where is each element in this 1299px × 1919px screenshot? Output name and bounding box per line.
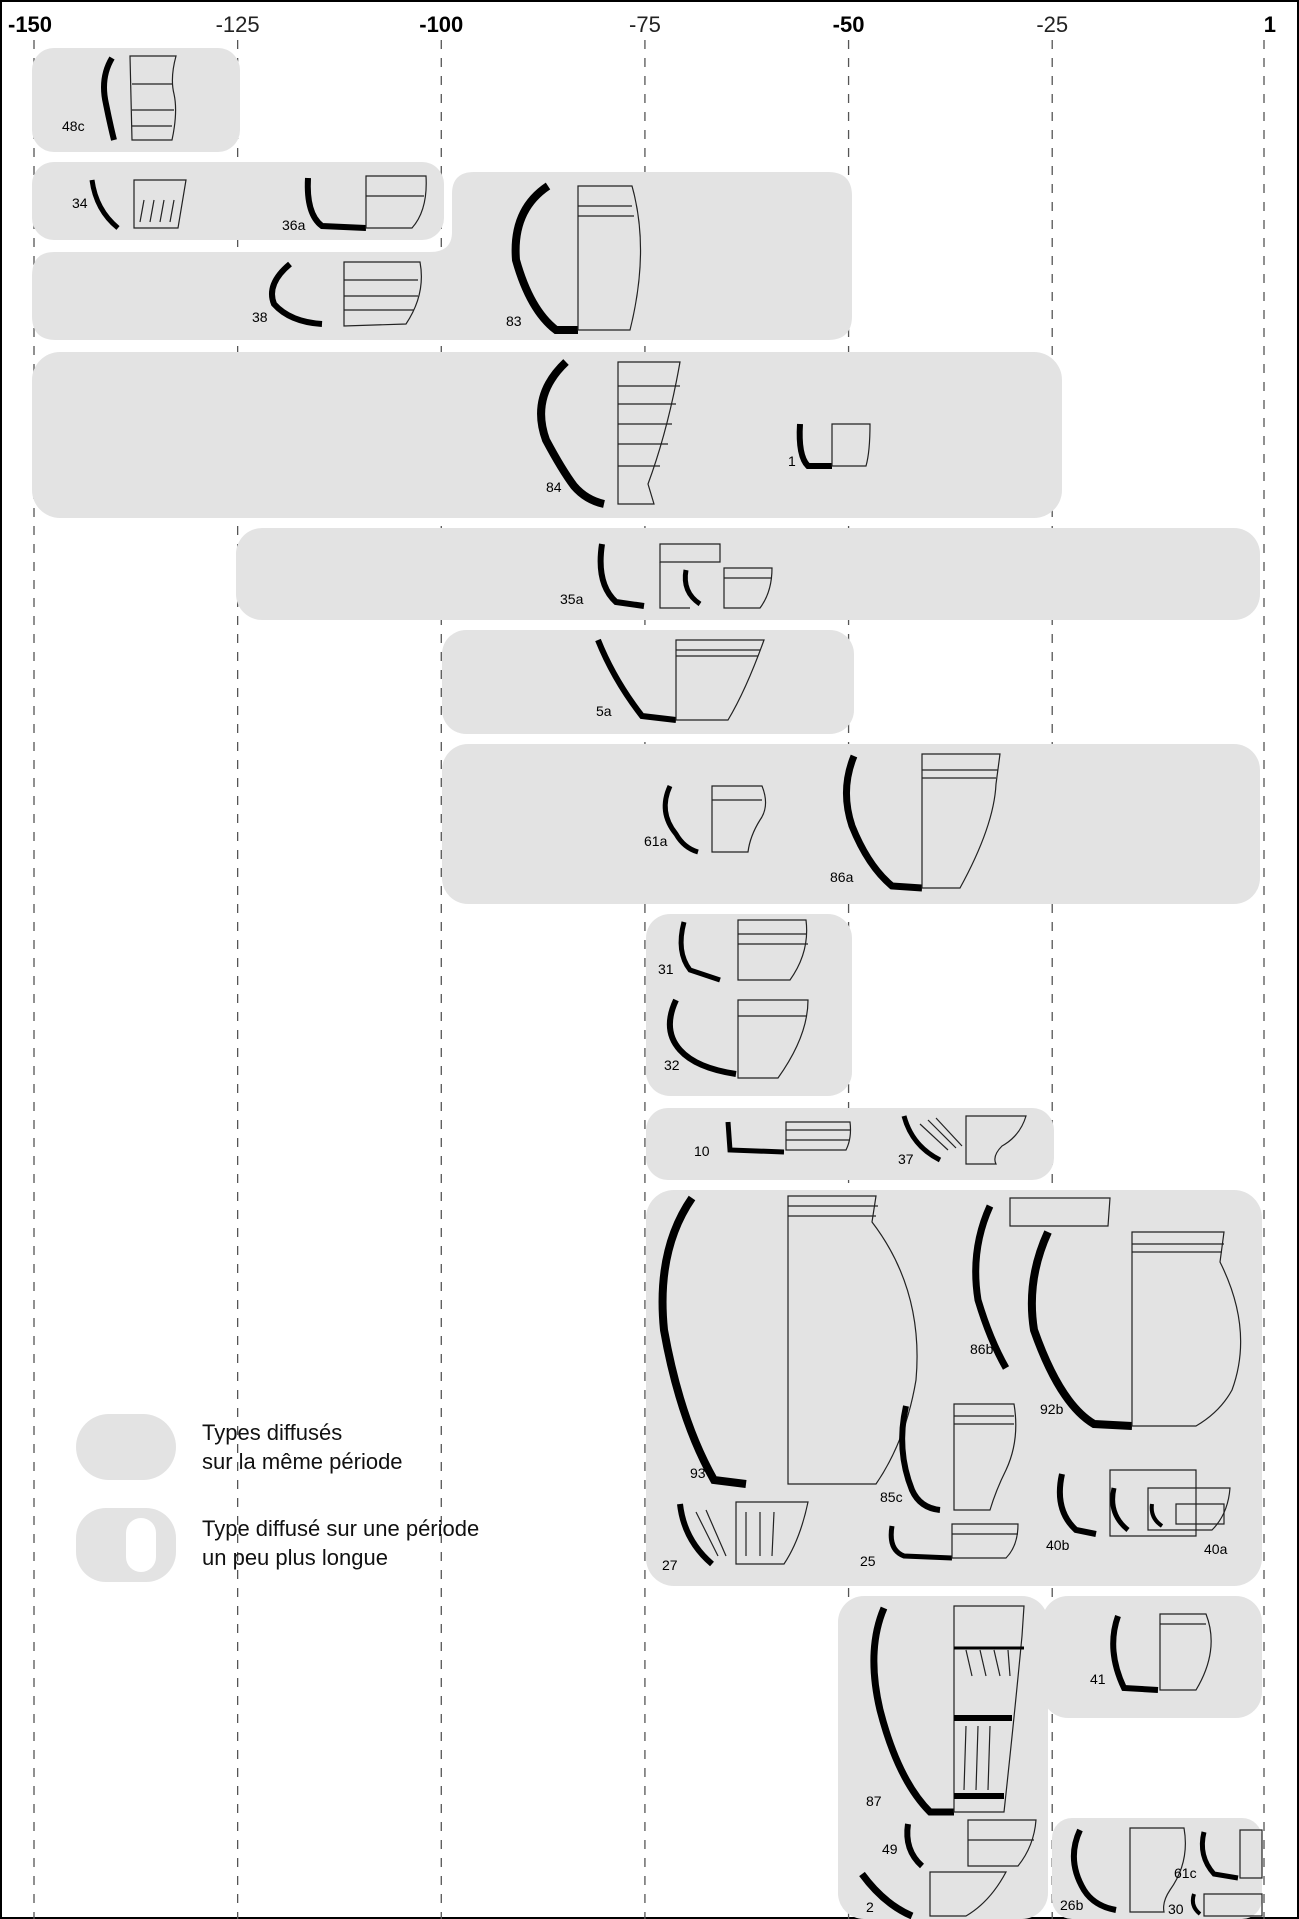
legend-swatch-same <box>76 1414 176 1480</box>
vessel-label-30: 30 <box>1168 1901 1184 1917</box>
vessel-label-35a: 35a <box>560 591 584 607</box>
vessel-label-40b: 40b <box>1046 1537 1070 1553</box>
vessel-label-31: 31 <box>658 961 674 977</box>
vessel-37: 37 <box>898 1115 1027 1167</box>
legend-longer-line2: un peu plus longue <box>202 1545 388 1570</box>
vessel-85c: 85c <box>880 1403 1017 1513</box>
legend-same-period: Types diffusés sur la même période <box>202 1418 403 1476</box>
vessel-label-10: 10 <box>694 1143 710 1159</box>
vessel-label-85c: 85c <box>880 1489 903 1505</box>
vessel-label-86b: 86b <box>970 1341 994 1357</box>
tick-label--75: -75 <box>629 12 661 37</box>
vessel-label-93: 93 <box>690 1465 706 1481</box>
vessel-label-1: 1 <box>788 453 796 469</box>
vessel-25: 25 <box>860 1523 1019 1569</box>
vessel-label-2: 2 <box>866 1899 874 1915</box>
vessel-41: 41 <box>1090 1613 1212 1693</box>
vessel-2: 2 <box>859 1871 1008 1919</box>
legend-swatch-notch <box>126 1518 156 1572</box>
vessel-label-40a: 40a <box>1204 1541 1228 1557</box>
vessel-5a: 5a <box>595 638 765 723</box>
vessel-31: 31 <box>658 919 808 983</box>
vessel-61c: 61c <box>1174 1829 1263 1881</box>
band-38-83 <box>32 172 852 340</box>
vessel-label-41: 41 <box>1090 1671 1106 1687</box>
vessel-86a: 86a <box>830 753 1001 892</box>
band-10-37 <box>646 1108 1054 1180</box>
vessel-label-25: 25 <box>860 1553 876 1569</box>
vessel-87: 87 <box>866 1605 1025 1816</box>
vessel-label-92b: 92b <box>1040 1401 1064 1417</box>
tick-label--25: -25 <box>1036 12 1068 37</box>
vessel-label-26b: 26b <box>1060 1897 1084 1913</box>
vessel-label-27: 27 <box>662 1557 678 1573</box>
vessel-label-84: 84 <box>546 479 562 495</box>
vessel-32: 32 <box>664 998 809 1079</box>
vessel-label-49: 49 <box>882 1841 898 1857</box>
vessel-label-83: 83 <box>506 313 522 329</box>
band-26b-61c-30 <box>1052 1818 1262 1919</box>
band-31-32 <box>646 914 852 1096</box>
vessel-label-86a: 86a <box>830 869 854 885</box>
vessel-label-87: 87 <box>866 1793 882 1809</box>
vessel-36a: 36a <box>282 175 427 233</box>
vessel-drawings: 48c 34 36a 38 83 <box>62 55 1263 1919</box>
vessel-49: 49 <box>882 1819 1037 1869</box>
period-bands <box>32 48 1262 1919</box>
vessel-30: 30 <box>1168 1893 1263 1917</box>
tick-label--100: -100 <box>419 12 463 37</box>
axis-ticks: -150 -125 -100 -75 -50 -25 1 <box>8 12 1276 37</box>
legend-longer-line1: Type diffusé sur une période <box>202 1516 480 1541</box>
vessel-40b-40a: 40b 40a <box>1046 1469 1231 1557</box>
vessel-61a: 61a <box>644 784 767 855</box>
band-48c <box>32 48 240 152</box>
vessel-label-37: 37 <box>898 1151 914 1167</box>
vessel-label-38: 38 <box>252 309 268 325</box>
vessel-83: 83 <box>506 182 642 334</box>
vessel-92b: 92b <box>1027 1230 1242 1430</box>
vessel-48c: 48c <box>62 55 177 141</box>
vessel-label-48c: 48c <box>62 118 85 134</box>
band-93-group <box>646 1190 1262 1586</box>
vessel-label-36a: 36a <box>282 217 306 233</box>
vessel-label-61a: 61a <box>644 833 668 849</box>
vessel-35a: 35a <box>560 543 773 609</box>
vessel-34: 34 <box>72 179 187 230</box>
vessel-27: 27 <box>662 1501 809 1573</box>
tick-label--150: -150 <box>8 12 52 37</box>
band-41 <box>1042 1596 1262 1718</box>
legend-same-line1: Types diffusés <box>202 1420 343 1445</box>
tick-label-1: 1 <box>1264 12 1276 37</box>
vessel-26b: 26b <box>1060 1827 1186 1913</box>
vessel-84: 84 <box>537 359 681 508</box>
band-35a <box>236 528 1260 620</box>
band-87-49-2 <box>838 1596 1048 1919</box>
vessel-label-34: 34 <box>72 195 88 211</box>
vessel-10: 10 <box>694 1121 852 1159</box>
vessel-38: 38 <box>252 261 422 327</box>
legend-same-line2: sur la même période <box>202 1449 403 1474</box>
vessel-label-5a: 5a <box>596 703 612 719</box>
band-34-36a <box>32 162 444 240</box>
tick-label--125: -125 <box>216 12 260 37</box>
vessel-label-32: 32 <box>664 1057 680 1073</box>
vessel-86b: 86b <box>970 1197 1111 1370</box>
tick-label--50: -50 <box>833 12 865 37</box>
vessel-93: 93 <box>658 1195 918 1488</box>
vessel-label-61c: 61c <box>1174 1865 1197 1881</box>
legend-longer-period: Type diffusé sur une période un peu plus… <box>202 1514 479 1572</box>
vessel-1: 1 <box>788 423 871 469</box>
